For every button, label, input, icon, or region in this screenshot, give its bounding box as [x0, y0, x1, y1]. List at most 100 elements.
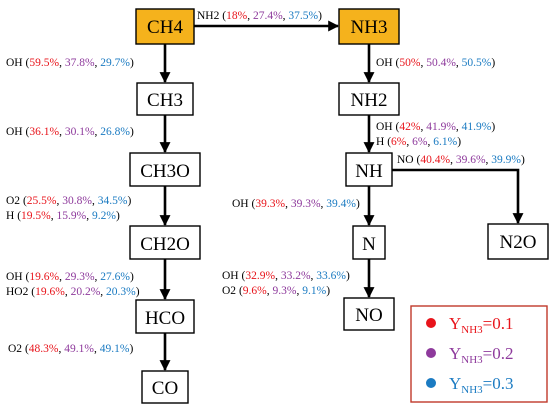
node-co: CO [141, 370, 189, 404]
legend-value: =0.2 [483, 344, 514, 363]
node-no: NO [343, 297, 395, 331]
rxn-value-y01: 59.5% [29, 57, 59, 69]
node-ch4: CH4 [135, 8, 195, 45]
rxn-species: OH [232, 198, 249, 210]
rxn-value-y03: 6.1% [433, 136, 457, 148]
node-ch3o-label: CH3O [140, 161, 190, 182]
rxn-ch4-ch3: OH (59.5%, 37.8%, 29.7%) [6, 57, 134, 69]
rxn-value-y01: 6% [391, 136, 407, 148]
rxn-ch4-nh3: NH2 (18%, 27.4%, 37.5%) [197, 10, 322, 22]
rxn-species: OH [6, 271, 23, 283]
legend: YNH3=0.1 YNH3=0.2 YNH3=0.3 [410, 305, 548, 403]
rxn-value-y01: 42% [399, 121, 421, 133]
rxn-species: OH [6, 57, 23, 69]
rxn-value-y01: 36.1% [29, 126, 59, 138]
rxn-ch3-ch3o: OH (36.1%, 30.1%, 26.8%) [6, 126, 134, 138]
rxn-value-y02: 39.3% [291, 198, 321, 210]
rxn-value-y01: 48.3% [29, 343, 59, 355]
rxn-nh2-nh-h: H (6%, 6%, 6.1%) [376, 136, 461, 148]
rxn-species: OH [6, 126, 23, 138]
node-hco: HCO [135, 299, 195, 334]
rxn-value-y01: 25.5% [27, 195, 57, 207]
rxn-species: H [376, 136, 384, 148]
rxn-value-y02: 29.3% [65, 271, 95, 283]
rxn-hco-co: O2 (48.3%, 49.1%, 49.1%) [8, 343, 133, 355]
node-ch3-label: CH3 [147, 90, 183, 111]
rxn-value-y01: 19.5% [21, 210, 51, 222]
rxn-nh2-nh-oh: OH (42%, 41.9%, 41.9%) [376, 121, 495, 133]
rxn-species: OH [376, 121, 393, 133]
pathway-edges [159, 20, 524, 372]
rxn-value-y01: 18% [226, 10, 248, 22]
legend-dot-y01 [426, 318, 436, 328]
legend-dot-y03 [426, 378, 436, 388]
legend-dot-y02 [426, 348, 436, 358]
rxn-species: O2 [8, 343, 22, 355]
rxn-value-y03: 33.6% [316, 270, 346, 282]
node-n2o: N2O [487, 223, 549, 260]
node-nh2: NH2 [338, 82, 400, 116]
legend-label-y01: YNH3=0.1 [449, 314, 514, 336]
rxn-species: HO2 [6, 286, 29, 298]
legend-label-y02: YNH3=0.2 [449, 344, 514, 366]
rxn-value-y02: 49.1% [64, 343, 94, 355]
node-nh3: NH3 [338, 8, 400, 45]
node-ch2o-label: CH2O [140, 234, 190, 255]
node-nh2-label: NH2 [351, 90, 388, 111]
edge-nh-n2o [392, 168, 524, 225]
node-n-label: N [362, 234, 376, 255]
node-hco-label: HCO [145, 308, 185, 329]
rxn-value-y03: 50.5% [462, 57, 492, 69]
node-nh3-label: NH3 [351, 17, 388, 38]
rxn-value-y01: 19.6% [29, 271, 59, 283]
rxn-value-y01: 32.9% [245, 270, 275, 282]
rxn-species: OH [376, 57, 393, 69]
node-nh-label: NH [355, 161, 383, 182]
rxn-ch2o-hco-oh: OH (19.6%, 29.3%, 27.6%) [6, 271, 134, 283]
legend-subscript: NH3 [461, 354, 483, 366]
rxn-species: O2 [222, 285, 236, 297]
legend-subscript: NH3 [461, 384, 483, 396]
node-no-label: NO [355, 305, 382, 326]
legend-main: Y [449, 344, 461, 363]
rxn-n-no-oh: OH (32.9%, 33.2%, 33.6%) [222, 270, 350, 282]
legend-value: =0.1 [483, 314, 514, 333]
rxn-value-y03: 20.3% [106, 286, 136, 298]
legend-main: Y [449, 314, 461, 333]
rxn-value-y03: 9.1% [302, 285, 326, 297]
rxn-species: NO [397, 154, 414, 166]
rxn-value-y01: 39.3% [255, 198, 285, 210]
legend-label-y03: YNH3=0.3 [449, 374, 514, 396]
legend-item-y03: YNH3=0.3 [426, 374, 514, 396]
node-ch3o: CH3O [129, 152, 201, 187]
rxn-species: O2 [6, 195, 20, 207]
rxn-ch3o-ch2o-o2: O2 (25.5%, 30.8%, 34.5%) [6, 195, 131, 207]
rxn-value-y02: 27.4% [253, 10, 283, 22]
rxn-value-y03: 26.8% [100, 126, 130, 138]
rxn-value-y02: 33.2% [281, 270, 311, 282]
rxn-value-y01: 9.6% [243, 285, 267, 297]
rxn-value-y02: 15.9% [57, 210, 87, 222]
rxn-n-no-o2: O2 (9.6%, 9.3%, 9.1%) [222, 285, 330, 297]
rxn-value-y03: 39.9% [491, 154, 521, 166]
rxn-species: OH [222, 270, 239, 282]
rxn-nh3-nh2: OH (50%, 50.4%, 50.5%) [376, 57, 495, 69]
rxn-nh-n2o: NO (40.4%, 39.6%, 39.9%) [397, 154, 525, 166]
node-ch3: CH3 [136, 82, 194, 116]
rxn-value-y02: 30.8% [62, 195, 92, 207]
rxn-ch3o-ch2o-h: H (19.5%, 15.9%, 9.2%) [6, 210, 120, 222]
rxn-value-y02: 50.4% [426, 57, 456, 69]
node-co-label: CO [152, 378, 178, 399]
node-n2o-label: N2O [500, 232, 537, 253]
node-ch4-label: CH4 [147, 17, 183, 38]
rxn-value-y02: 6% [412, 136, 428, 148]
rxn-value-y02: 30.1% [65, 126, 95, 138]
legend-value: =0.3 [483, 374, 514, 393]
rxn-value-y03: 41.9% [462, 121, 492, 133]
node-nh: NH [345, 152, 393, 187]
reaction-labels: NH2 (18%, 27.4%, 37.5%) OH (59.5%, 37.8%… [6, 10, 525, 355]
rxn-nh-n: OH (39.3%, 39.3%, 39.4%) [232, 198, 360, 210]
rxn-value-y02: 37.8% [65, 57, 95, 69]
legend-subscript: NH3 [461, 324, 483, 336]
